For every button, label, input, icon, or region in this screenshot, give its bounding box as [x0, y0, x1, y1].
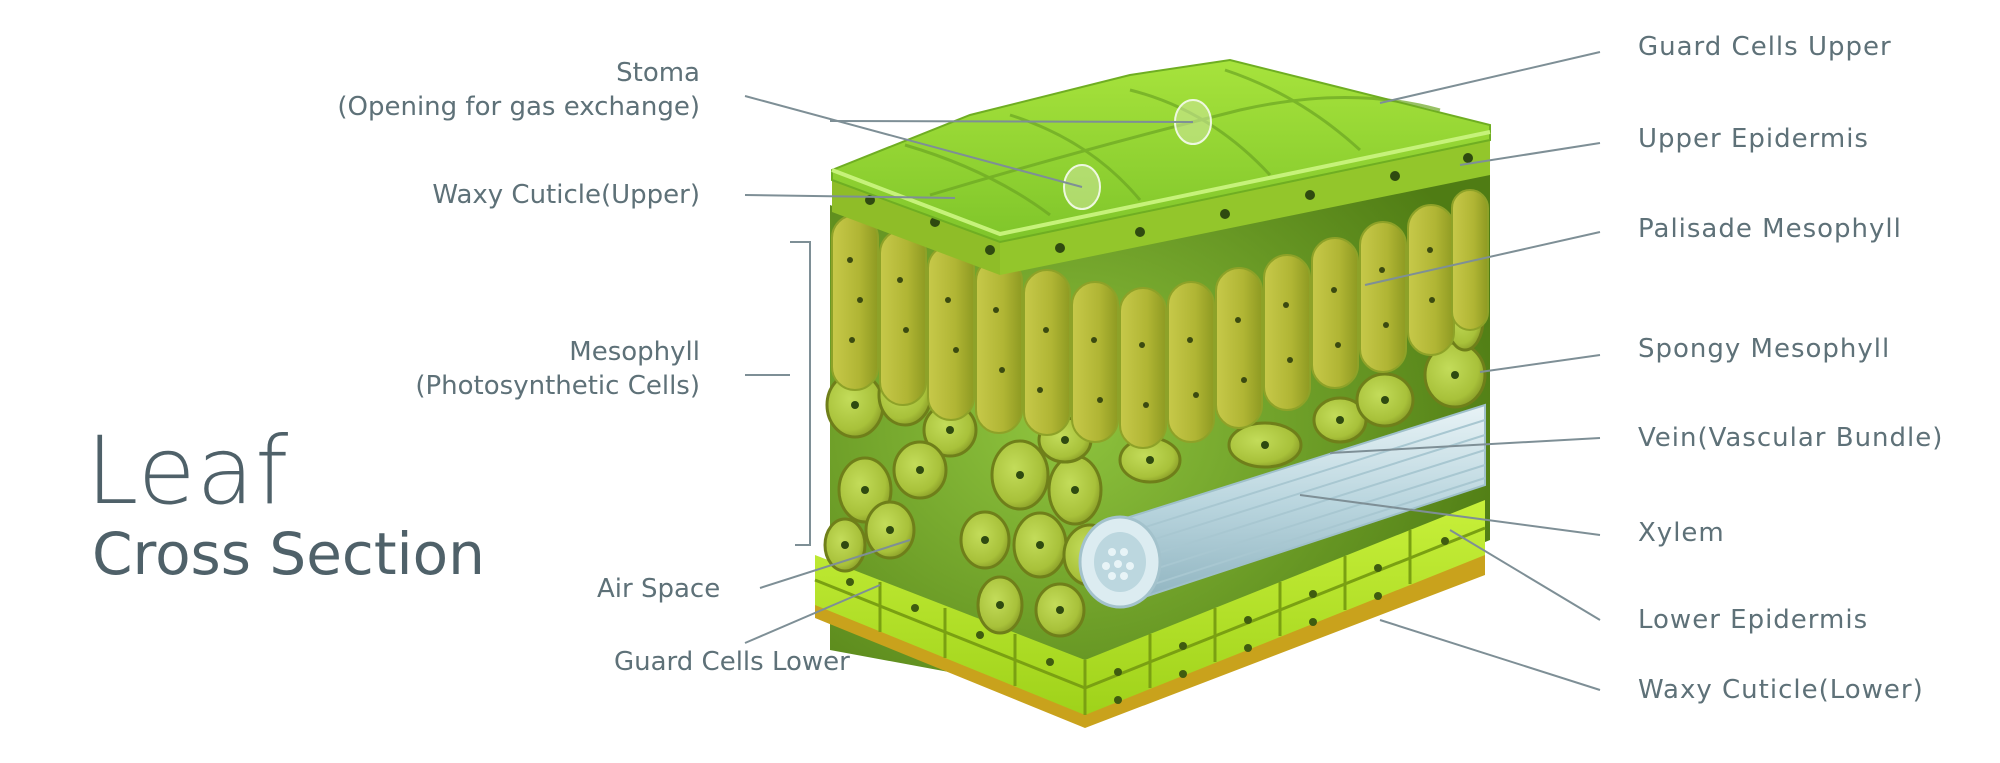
vein-vascular-bundle: [1078, 403, 1486, 609]
label-mesophyll: Mesophyll (Photosynthetic Cells): [415, 335, 700, 403]
title-main: Leaf: [86, 417, 290, 526]
label-stoma-name: Stoma: [616, 58, 700, 88]
label-upper-epidermis: Upper Epidermis: [1638, 124, 1869, 154]
label-waxy-cuticle-upper: Waxy Cuticle(Upper): [432, 180, 700, 210]
upper-epidermis: [832, 135, 1490, 275]
label-stoma: Stoma (Opening for gas exchange): [337, 56, 700, 124]
title-sub: Cross Section: [92, 520, 485, 588]
label-stoma-desc: (Opening for gas exchange): [337, 92, 700, 122]
label-guard-cells-lower: Guard Cells Lower: [614, 647, 850, 677]
label-mesophyll-name: Mesophyll: [569, 337, 700, 367]
label-palisade-mesophyll: Palisade Mesophyll: [1638, 214, 1902, 244]
label-guard-cells-upper: Guard Cells Upper: [1638, 32, 1892, 62]
label-air-space: Air Space: [597, 574, 721, 604]
lower-epidermis-cells: [814, 500, 1486, 715]
label-vein-vascular-bundle: Vein(Vascular Bundle): [1638, 423, 1944, 453]
label-waxy-cuticle-lower: Waxy Cuticle(Lower): [1638, 675, 1924, 705]
label-xylem: Xylem: [1638, 518, 1725, 548]
label-lower-epidermis: Lower Epidermis: [1638, 605, 1869, 635]
leader-lines: [744, 51, 1601, 691]
label-spongy-mesophyll: Spongy Mesophyll: [1638, 334, 1891, 364]
upper-surface: [831, 58, 1491, 244]
diagram-title: Leaf Cross Section: [86, 417, 485, 588]
palisade-mesophyll-cells: [831, 189, 1489, 449]
label-mesophyll-desc: (Photosynthetic Cells): [415, 371, 700, 401]
